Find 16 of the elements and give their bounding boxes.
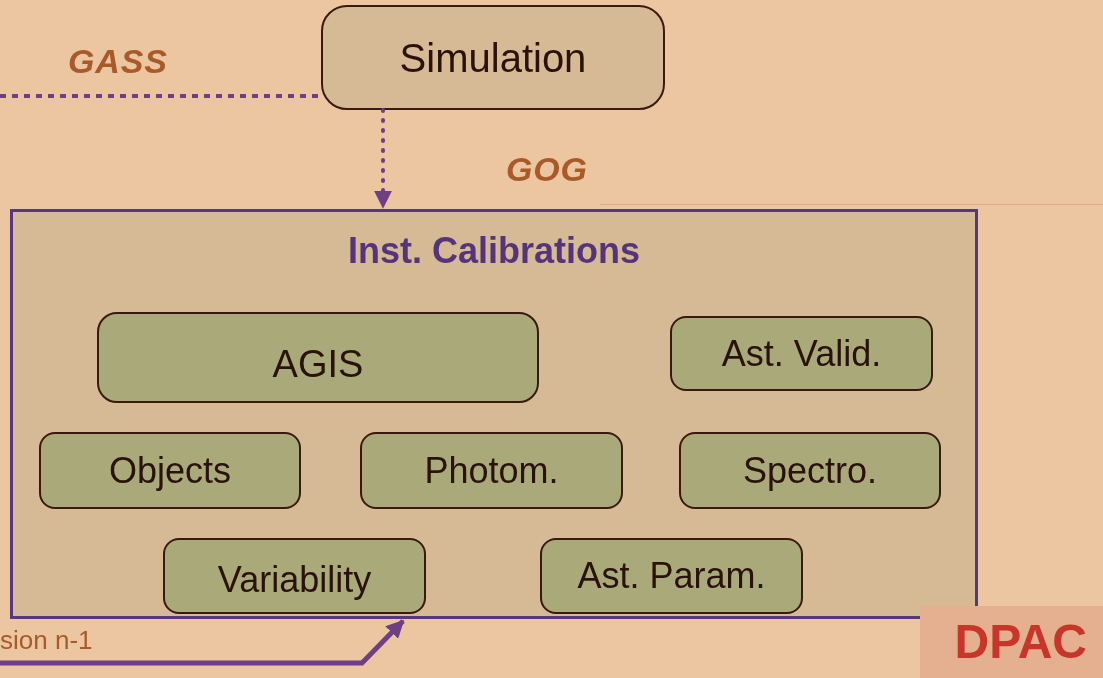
- process-box: Spectro.: [679, 432, 941, 509]
- group-title: Inst. Calibrations: [346, 229, 641, 273]
- process-box: Simulation: [321, 5, 665, 110]
- edge-label: GASS: [68, 44, 168, 78]
- process-box: Ast. Valid.: [670, 316, 933, 391]
- edge-label: sion n-1: [0, 627, 93, 653]
- process-box: Variability: [163, 538, 426, 614]
- process-box: AGIS: [97, 312, 539, 403]
- process-box: Objects: [39, 432, 301, 509]
- corner-tag: DPAC: [920, 606, 1103, 678]
- process-box: Ast. Param.: [540, 538, 803, 614]
- arrow: [0, 619, 405, 666]
- edge-label: GOG: [506, 152, 588, 186]
- process-box: Photom.: [360, 432, 623, 509]
- arrow: [374, 108, 392, 209]
- group-box: [10, 209, 978, 619]
